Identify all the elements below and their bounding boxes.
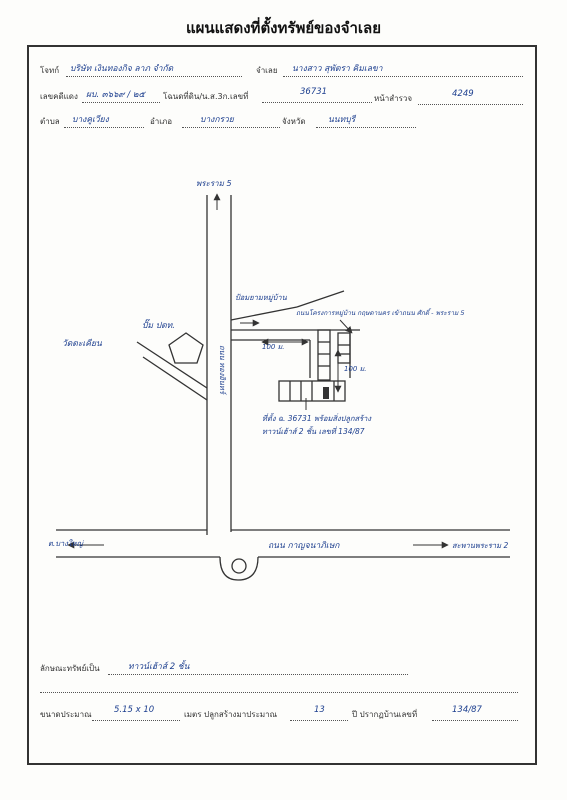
gas-station-icon bbox=[168, 332, 204, 364]
village-gate-label: ป้อมยามหมู่บ้าน bbox=[235, 293, 287, 302]
survey-value: 4249 bbox=[452, 89, 474, 99]
defendant-value: นางสาว สุพัตรา คิมเลขา bbox=[292, 64, 383, 74]
case-line bbox=[82, 102, 160, 103]
west-direction-label: ต.บางใหญ่ bbox=[48, 539, 83, 548]
property-type-line bbox=[108, 674, 408, 675]
subdistrict-value: บางคูเวียง bbox=[72, 115, 109, 125]
property-row-vertical bbox=[317, 329, 331, 381]
temple-label: วัดตะเคียน bbox=[62, 339, 102, 349]
north-road-label: พระราม 5 bbox=[196, 179, 232, 188]
build-years-label: เมตร ปลูกสร้างมาประมาณ bbox=[184, 710, 278, 719]
defendant-label: จำเลย bbox=[256, 66, 278, 75]
document-title: แผนแสดงที่ตั้งทรัพย์ของจำเลย bbox=[185, 19, 382, 37]
horizontal-distance-label: 100 ม. bbox=[262, 343, 285, 351]
plaintiff-line bbox=[66, 76, 242, 77]
size-label: ขนาดประมาณ bbox=[40, 710, 92, 719]
temple-road-bottom bbox=[142, 356, 208, 401]
vertical-distance-label: 100 ม. bbox=[344, 365, 367, 373]
document-frame bbox=[27, 45, 537, 765]
district-label: อำเภอ bbox=[150, 117, 173, 126]
deed-label: โฉนดที่ดิน/น.ส.3ก.เลขที่ bbox=[163, 92, 249, 101]
plaintiff-label: โจทก์ bbox=[40, 66, 60, 75]
main-road-label: ถนน กาญจนาภิเษก bbox=[268, 541, 340, 551]
deed-value: 36731 bbox=[300, 87, 328, 97]
property-note-line-1: ที่ตั้ง ฉ. 36731 พร้อมสิ่งปลูกสร้าง bbox=[262, 414, 372, 423]
province-label: จังหวัด bbox=[282, 117, 306, 126]
district-line bbox=[182, 127, 280, 128]
property-type-label: ลักษณะทรัพย์เป็น bbox=[40, 664, 100, 673]
district-value: บางกรวย bbox=[200, 115, 234, 125]
survey-line bbox=[418, 104, 523, 105]
case-value: ผบ. ๓๖๖๙ / ๒๕ bbox=[86, 90, 145, 100]
survey-label: หน้าสำรวจ bbox=[374, 94, 413, 103]
house-number-line bbox=[432, 720, 518, 721]
size-value: 5.15 x 10 bbox=[114, 705, 155, 715]
build-years-line bbox=[290, 720, 348, 721]
province-value: นนทบุรี bbox=[328, 115, 356, 125]
u-turn-island bbox=[231, 558, 247, 574]
house-number-label: ปี ปรากฏบ้านเลขที่ bbox=[352, 710, 418, 719]
village-road-diag bbox=[296, 290, 345, 308]
subdistrict-label: ตำบล bbox=[40, 117, 60, 126]
property-note-line-2: ทาวน์เฮ้าส์ 2 ชั้น เลขที่ 134/87 bbox=[262, 427, 365, 436]
property-type-line-2 bbox=[40, 692, 518, 693]
subdistrict-line bbox=[64, 127, 144, 128]
province-line bbox=[316, 127, 416, 128]
temple-road-top bbox=[136, 341, 208, 389]
side-road-label: ถนน ทองอินทร์ bbox=[218, 345, 227, 394]
defendant-line bbox=[283, 76, 523, 77]
case-label: เลขคดีแดง bbox=[40, 92, 78, 101]
east-direction-label: สะพานพระราม 2 bbox=[452, 541, 509, 550]
village-road-top bbox=[230, 306, 298, 321]
deed-line bbox=[262, 102, 372, 103]
plaintiff-value: บริษัท เงินทองกิจ ลาภ จำกัด bbox=[70, 64, 174, 74]
property-type-value: ทาวน์เฮ้าส์ 2 ชั้น bbox=[128, 662, 190, 672]
house-number-value: 134/87 bbox=[452, 705, 482, 715]
size-line bbox=[92, 720, 180, 721]
gas-station-label: ปั๊ม ปตท. bbox=[142, 321, 175, 331]
village-road-label: ถนนโครงการหมู่บ้าน กฤษดานคร เข้าถนน ศักด… bbox=[296, 309, 465, 317]
build-years-value: 13 bbox=[314, 705, 325, 715]
u-turn-loop bbox=[219, 556, 259, 581]
